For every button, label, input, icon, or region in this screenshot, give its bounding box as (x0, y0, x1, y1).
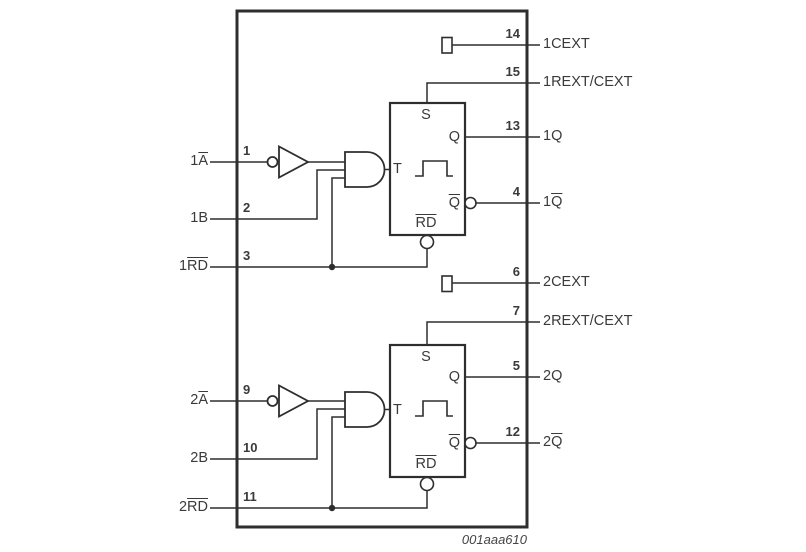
inverter-triangle-2-icon (278, 383, 310, 419)
pin-label-2q: 2Q (543, 368, 563, 384)
figure-id: 001aaa610 (461, 532, 527, 547)
pin-number-10: 10 (243, 440, 258, 455)
inverter-triangle-1-icon (278, 144, 310, 180)
wire-1rd-branch (331, 177, 345, 267)
monostable1-rd-label: RD (415, 215, 437, 231)
monostable1-q-label: Q (448, 129, 460, 145)
inverter-gate-1 (266, 144, 310, 180)
monostable2-q-label: Q (448, 369, 460, 385)
monostable1-t-label: T (393, 161, 402, 177)
wire-1rextcext-to-s (426, 82, 540, 103)
pin-number-5: 5 (512, 358, 520, 373)
monostable2-set-label: S (421, 349, 431, 365)
pin-number-15: 15 (505, 64, 520, 79)
pin-label-1b: 1B (190, 210, 208, 226)
monostable1-set-label: S (421, 107, 431, 123)
pin-number-14: 14 (505, 26, 520, 41)
inverter-gate-2 (266, 383, 310, 419)
pin-label-2b: 2B (190, 450, 208, 466)
inversion-bubble-1qbar-icon (464, 196, 477, 210)
monostable2-qbar-label: Q (448, 435, 460, 451)
monostable2-t-label: T (393, 402, 402, 418)
inversion-bubble-2rd-icon (419, 476, 435, 492)
pin-number-9: 9 (243, 382, 251, 397)
pin-label-2qbar: 2Q (543, 434, 563, 450)
wire-2rd-branch (331, 416, 345, 508)
and-gate-2-icon (344, 391, 386, 428)
inversion-bubble-2qbar-icon (464, 436, 477, 450)
monostable-block-2 (388, 343, 477, 492)
pin-label-1q: 1Q (543, 128, 563, 144)
pin-number-11: 11 (243, 489, 257, 504)
wire-2rextcext-to-s (426, 321, 540, 345)
monostable1-qbar-label: Q (448, 195, 460, 211)
pin-number-4: 4 (512, 184, 520, 199)
pulse-waveform-2-icon (415, 400, 453, 417)
and-gate-1-icon (344, 151, 386, 188)
pin-label-2a: 2A (190, 392, 208, 408)
pin-number-7: 7 (512, 303, 520, 318)
pin-number-6: 6 (512, 264, 520, 279)
circuit1-wires (210, 44, 540, 268)
circuit2-wires (210, 282, 540, 509)
junction-dot-1rd (328, 263, 336, 271)
pin-label-1rd: 1RD (178, 258, 208, 274)
wire-1b-input (210, 169, 345, 220)
pin-number-13: 13 (505, 118, 520, 133)
pin-label-2rd: 2RD (178, 499, 208, 515)
capacitor-symbol-1cext-icon (441, 36, 453, 54)
junction-dot-2rd (328, 504, 336, 512)
pin-label-1rextcext: 1REXT/CEXT (543, 74, 633, 90)
wire-1rd-input (210, 248, 428, 268)
pin-number-1: 1 (243, 143, 251, 158)
ic-boundary (235, 9, 529, 529)
pin-number-2: 2 (243, 200, 251, 215)
capacitor-symbol-2cext-icon (441, 275, 453, 293)
inversion-bubble-1rd-icon (419, 234, 435, 250)
pin-label-1cext: 1CEXT (543, 36, 590, 52)
pulse-waveform-1-icon (415, 160, 453, 177)
monostable-2-body (388, 343, 467, 479)
monostable-block-1 (388, 101, 477, 250)
pin-number-3: 3 (243, 248, 251, 263)
pin-label-2cext: 2CEXT (543, 274, 590, 290)
wire-2b-input (210, 408, 345, 460)
monostable2-rd-label: RD (415, 456, 437, 472)
pin-label-2rextcext: 2REXT/CEXT (543, 313, 633, 329)
pin-number-12: 12 (505, 424, 520, 439)
wire-2rd-input (210, 490, 428, 509)
pin-label-1qbar: 1Q (543, 194, 563, 210)
inversion-bubble-2a-icon (266, 395, 279, 407)
pin-label-1a: 1A (190, 153, 208, 169)
inversion-bubble-1a-icon (266, 156, 279, 168)
